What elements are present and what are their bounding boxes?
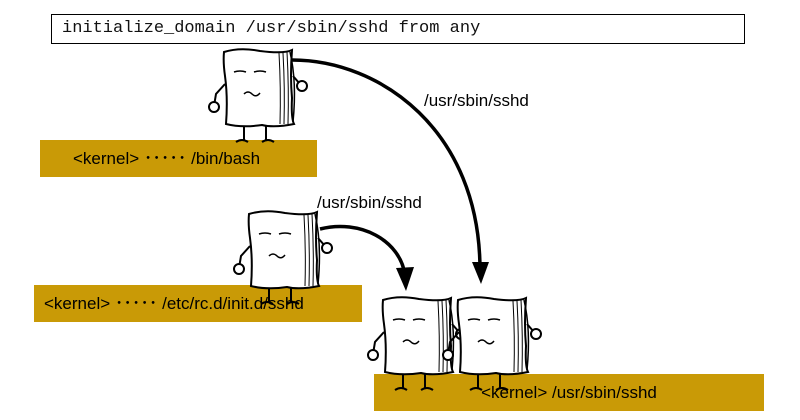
transition-arrow-from-bash: [291, 58, 482, 271]
transition-label-from-bash: /usr/sbin/sshd: [424, 91, 529, 110]
domain-bar-bash: <kernel> ･････ /bin/bash: [40, 140, 317, 177]
process-character-sshd-right: [442, 296, 542, 391]
transition-arrow-from-rc: [319, 224, 407, 276]
arrowhead-icon: [472, 262, 489, 284]
policy-statement: initialize_domain /usr/sbin/sshd from an…: [51, 14, 745, 44]
process-character-sshd-left: [367, 296, 467, 391]
domain-bar-rc-sshd: <kernel> ･････ /etc/rc.d/init.d/sshd: [34, 285, 362, 322]
process-character-rc: [233, 210, 333, 305]
transition-label-from-rc: /usr/sbin/sshd: [317, 193, 422, 212]
arrowhead-icon: [396, 267, 414, 291]
domain-bar-usr-sbin-sshd: <kernel> /usr/sbin/sshd: [374, 374, 764, 411]
process-character-bash: [208, 48, 308, 143]
